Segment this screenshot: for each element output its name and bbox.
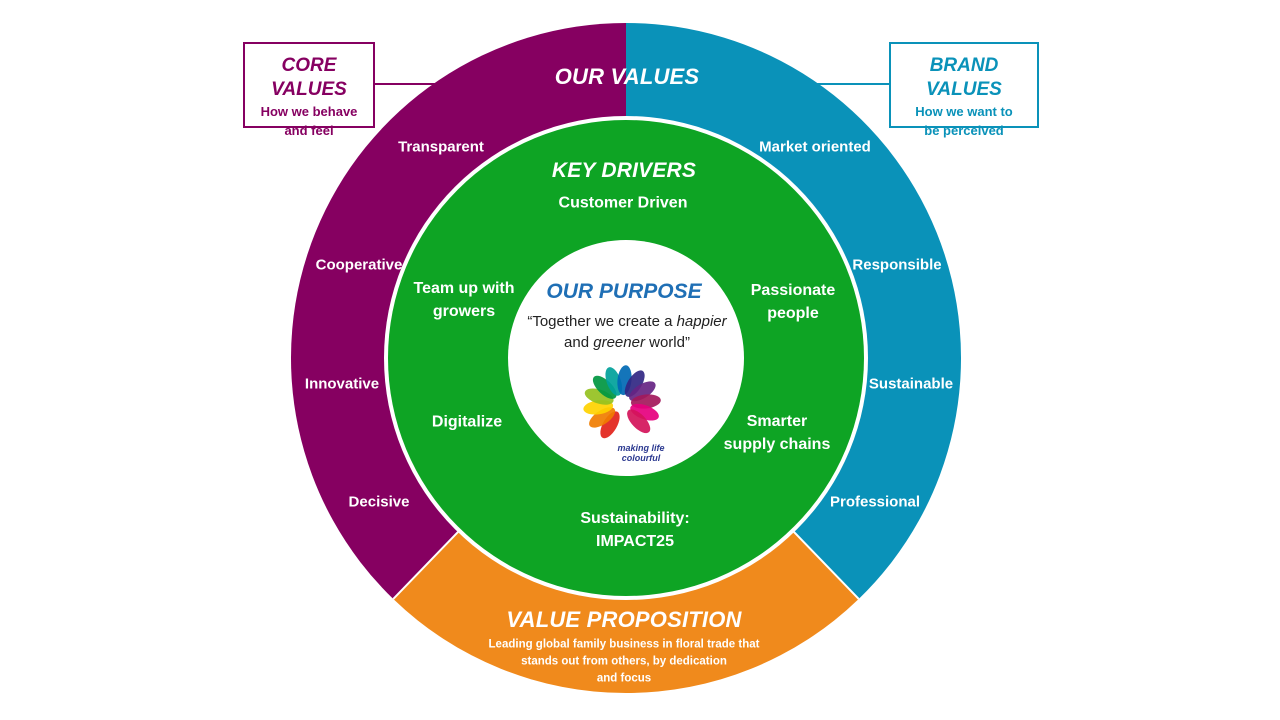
logo-petal [600,411,620,439]
logo-petal [624,370,645,397]
purpose-center [508,240,744,476]
purpose-quote-start: “Together we create a [527,313,677,330]
brand-values-title: BRAND VALUES [926,55,1002,100]
brand-value-sustainable: Sustainable [868,375,954,393]
purpose-quote-greener: greener [593,334,645,351]
brand-value-responsible: Responsible [852,256,942,274]
core-values-subtitle: How we behave and feel [260,104,358,138]
our-values-title: OUR VALUES [554,64,700,89]
brand-value-market-oriented: Market oriented [759,138,871,156]
core-value-decisive: Decisive [348,493,410,511]
flower-logo-icon [583,365,661,439]
driver-smarter-supply-chains: Smarter supply chains [723,412,831,453]
purpose-quote-mid: and [564,334,594,351]
logo-center [614,396,630,412]
purpose-quote-end: world” [644,334,690,351]
driver-customer-driven: Customer Driven [558,194,688,212]
logo-tagline: making life colourful [617,443,665,463]
core-value-cooperative: Cooperative [315,256,403,274]
core-value-transparent: Transparent [398,138,484,156]
driver-digitalize: Digitalize [431,413,503,431]
value-proposition-title: VALUE PROPOSITION [506,607,742,632]
driver-team-up-with-growers: Team up with growers [413,279,515,320]
logo-petal [589,407,616,428]
purpose-title: OUR PURPOSE [546,280,702,303]
purpose-quote-happier: happier [676,313,727,330]
driver-passionate-people: Passionate people [750,281,836,322]
core-values-box: CORE VALUES How we behave and feel [243,42,375,138]
core-values-title: CORE VALUES [271,55,347,100]
value-proposition-description: Leading global family business in floral… [488,638,760,685]
logo-petal [629,381,656,402]
driver-sustainability-impact25: Sustainability: IMPACT25 [580,509,690,550]
logo-petal [627,409,651,434]
brand-values-box: BRAND VALUES How we want to be perceived [889,42,1039,138]
logo-petal [605,367,623,396]
brand-values-subtitle: How we want to be perceived [915,104,1013,138]
brand-value-professional: Professional [829,493,921,511]
purpose-statement: “Together we create a happier and greene… [522,311,732,353]
core-value-innovative: Innovative [304,375,380,393]
key-drivers-title: KEY DRIVERS [551,159,697,182]
logo-petal [592,375,617,399]
